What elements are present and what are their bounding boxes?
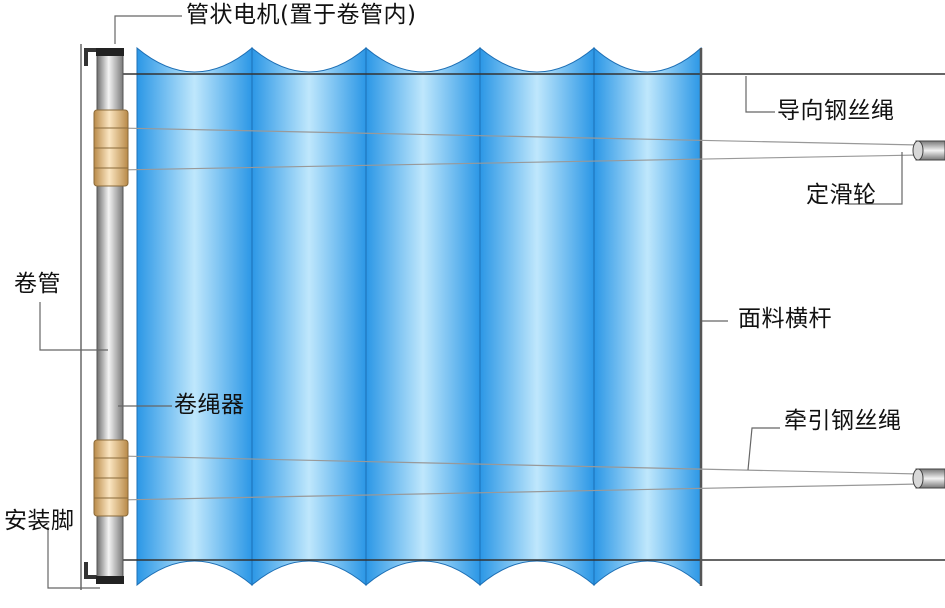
fabric-panel — [251, 46, 367, 587]
fabric-panel — [365, 46, 481, 587]
rope-winder-label: 卷绳器 — [174, 392, 245, 418]
guide-wire-label: 导向钢丝绳 — [777, 98, 895, 124]
mount-foot-label: 安装脚 — [4, 508, 75, 534]
pulley-label: 定滑轮 — [806, 182, 877, 208]
fabric-panels — [136, 46, 702, 587]
leader-lines — [39, 15, 903, 589]
rope-winder-bottom — [93, 439, 129, 517]
tube-end-cap-top — [96, 48, 124, 56]
tube-end-cap-bottom — [96, 576, 124, 584]
crossbar-label: 面料横杆 — [738, 306, 832, 332]
traction-wire-label: 牵引钢丝绳 — [784, 408, 902, 434]
pulley-bottom — [912, 468, 945, 489]
rope-winder-top — [93, 109, 129, 187]
guide-wires — [117, 127, 921, 501]
roll-tube-label: 卷管 — [14, 271, 61, 297]
motor-label: 管状电机(置于卷管内) — [186, 2, 417, 28]
pulley-top — [912, 140, 945, 161]
fabric-panel — [479, 46, 595, 587]
fabric-panel — [593, 46, 702, 587]
